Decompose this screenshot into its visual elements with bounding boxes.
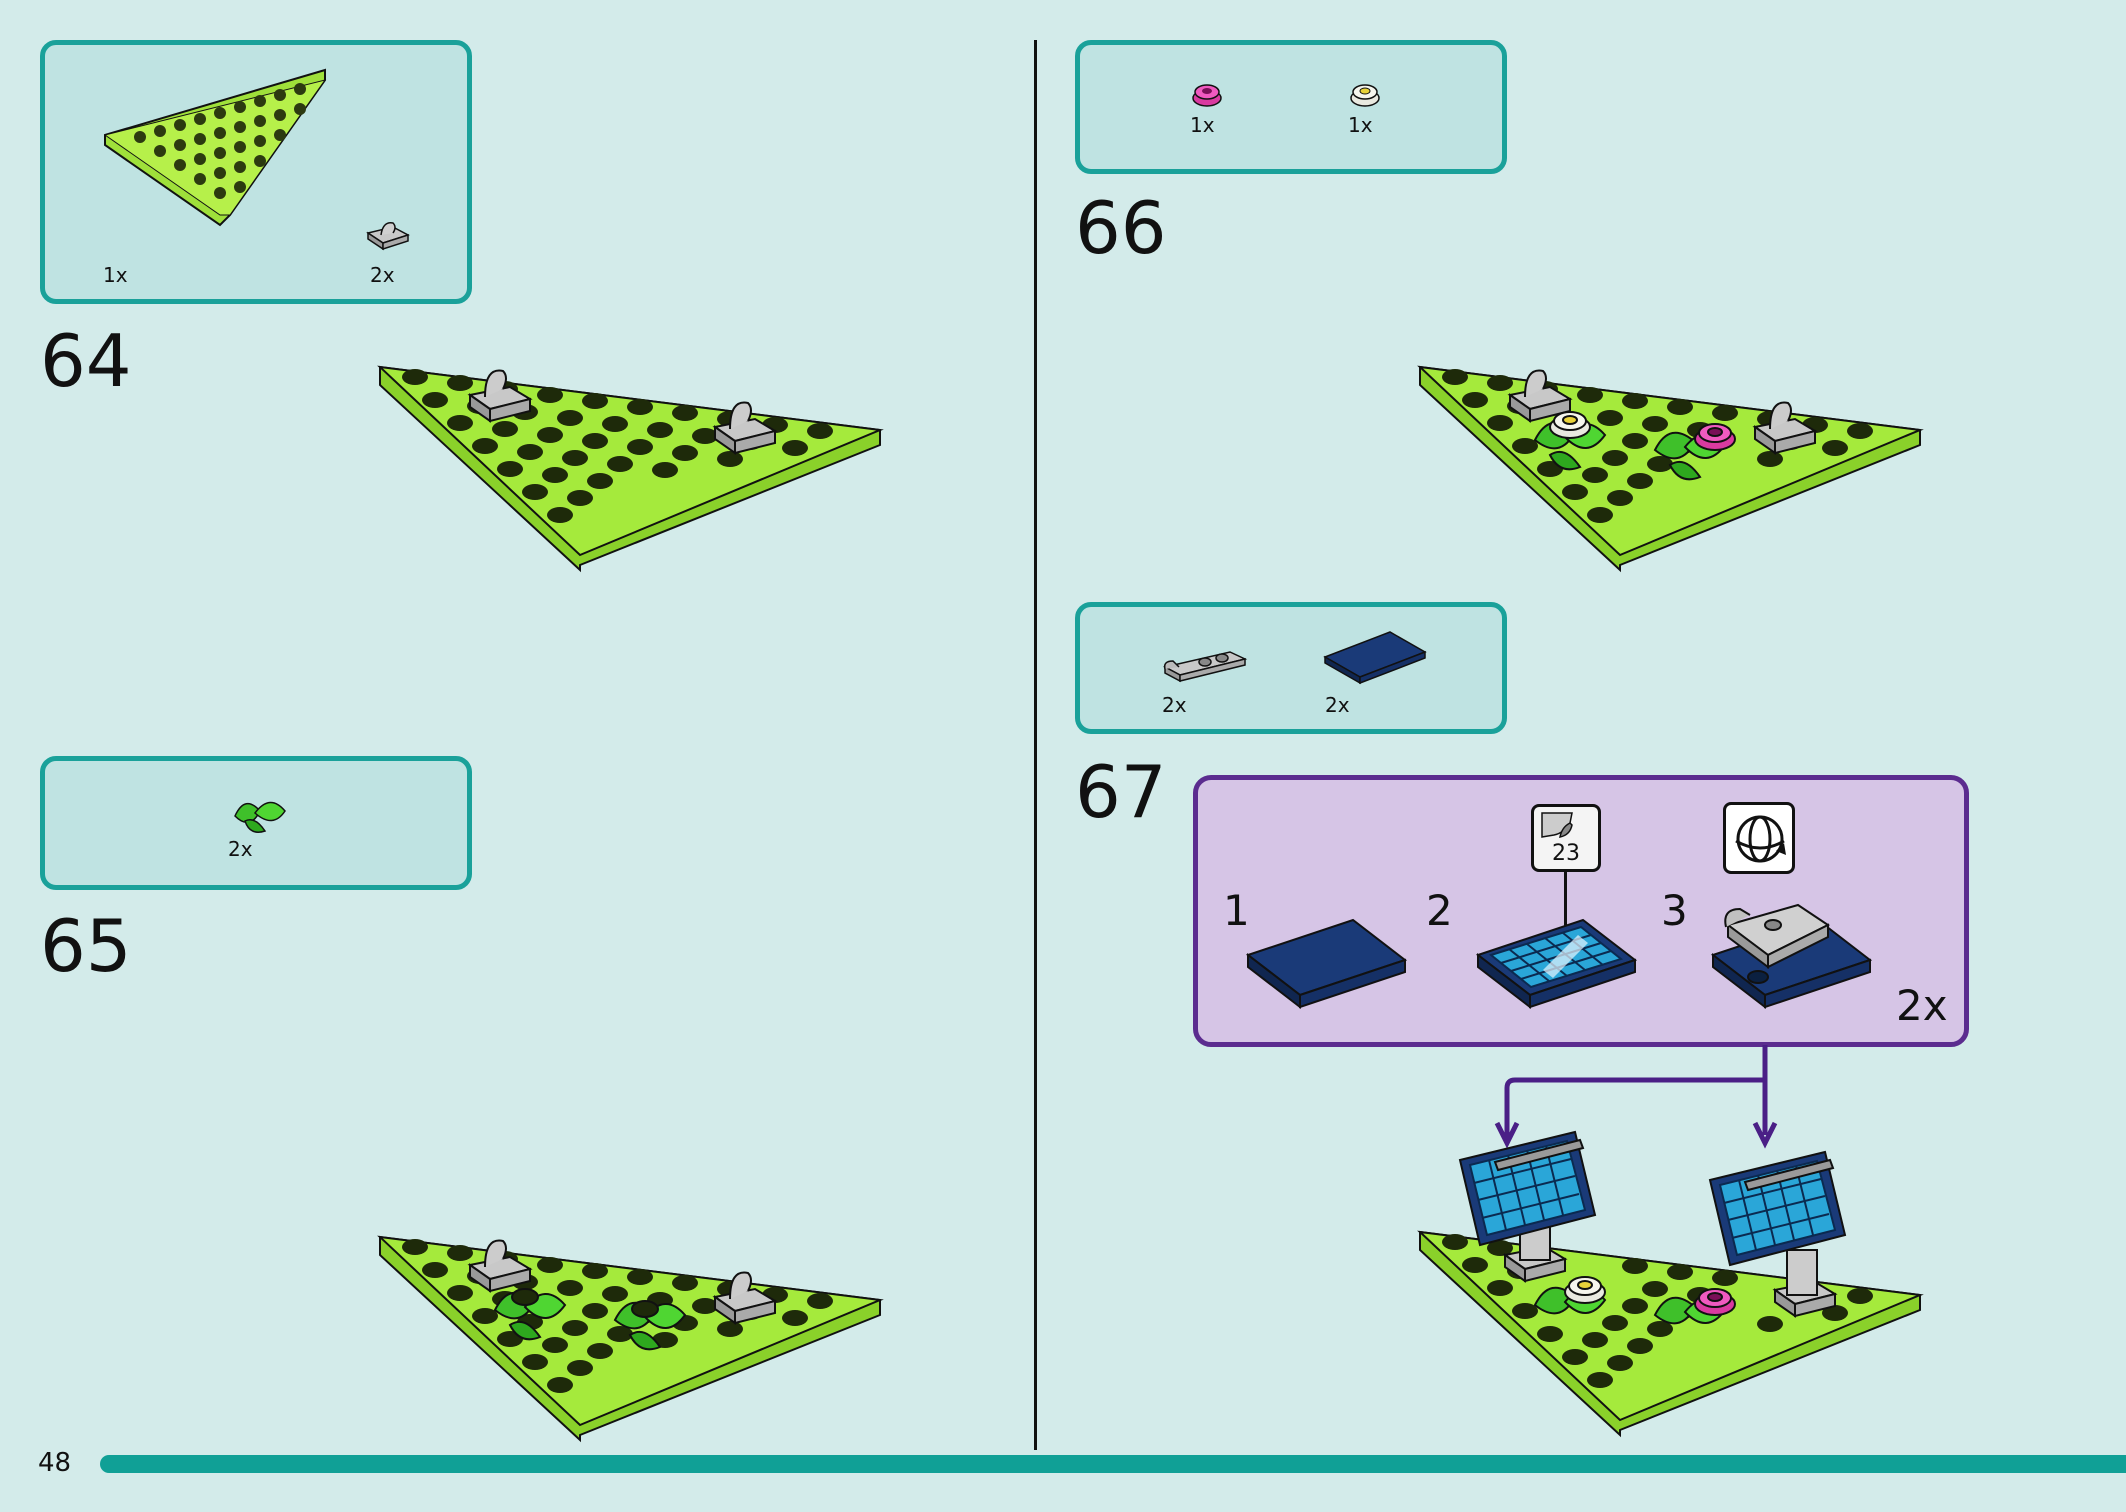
sticker-corner-icon [1541, 812, 1573, 838]
step-number: 66 [1075, 186, 1167, 270]
step-65-model [377, 1235, 884, 1443]
rotate-model-icon [1723, 802, 1795, 874]
rotate-arrows-icon [1735, 815, 1786, 863]
part-qty: 2x [1162, 693, 1187, 717]
dark-blue-tile-icon [1323, 631, 1427, 685]
step-66-model [1417, 365, 1924, 573]
part-qty: 1x [103, 263, 128, 287]
part-qty: 2x [370, 263, 395, 287]
dark-blue-tile-icon [1245, 918, 1408, 1010]
parts-callout-step-64: 1x 2x [40, 40, 472, 304]
part-qty: 1x [1190, 113, 1215, 137]
substep-number: 1 [1223, 886, 1250, 935]
progress-bar [100, 1455, 2126, 1473]
grey-clip-plate-icon [366, 222, 410, 251]
green-wedge-plate-icon [103, 68, 327, 227]
green-leaves-icon [234, 801, 286, 833]
part-qty: 2x [1325, 693, 1350, 717]
step-67-model [1417, 1130, 1924, 1438]
tile-with-holder-icon [1710, 903, 1873, 1010]
pink-flower-icon [1192, 84, 1222, 107]
sticker-icon: 23 [1531, 804, 1601, 872]
sticker-pointer [1564, 872, 1567, 930]
substep-multiplier: 2x [1896, 981, 1948, 1030]
substep-number: 2 [1426, 886, 1453, 935]
step-number: 67 [1075, 750, 1167, 834]
substep-callout: 1 2 3 23 [1193, 775, 1969, 1047]
step-number: 65 [40, 904, 132, 988]
parts-callout-step-65: 2x [40, 756, 472, 890]
down-arrow-icon [1494, 1045, 1778, 1149]
step-number: 64 [40, 319, 132, 403]
part-qty: 1x [1348, 113, 1373, 137]
page-divider [1034, 40, 1037, 1450]
substep-number: 3 [1661, 886, 1688, 935]
parts-callout-step-67: 2x 2x [1075, 602, 1507, 734]
grey-bar-holder-icon [1162, 651, 1248, 683]
sticker-number: 23 [1552, 841, 1580, 866]
part-qty: 2x [228, 837, 253, 861]
solar-panel-tile-icon [1475, 918, 1638, 1010]
page-number: 48 [38, 1448, 72, 1478]
white-flower-icon [1350, 84, 1380, 107]
step-64-model [377, 365, 884, 573]
parts-callout-step-66: 1x 1x [1075, 40, 1507, 174]
